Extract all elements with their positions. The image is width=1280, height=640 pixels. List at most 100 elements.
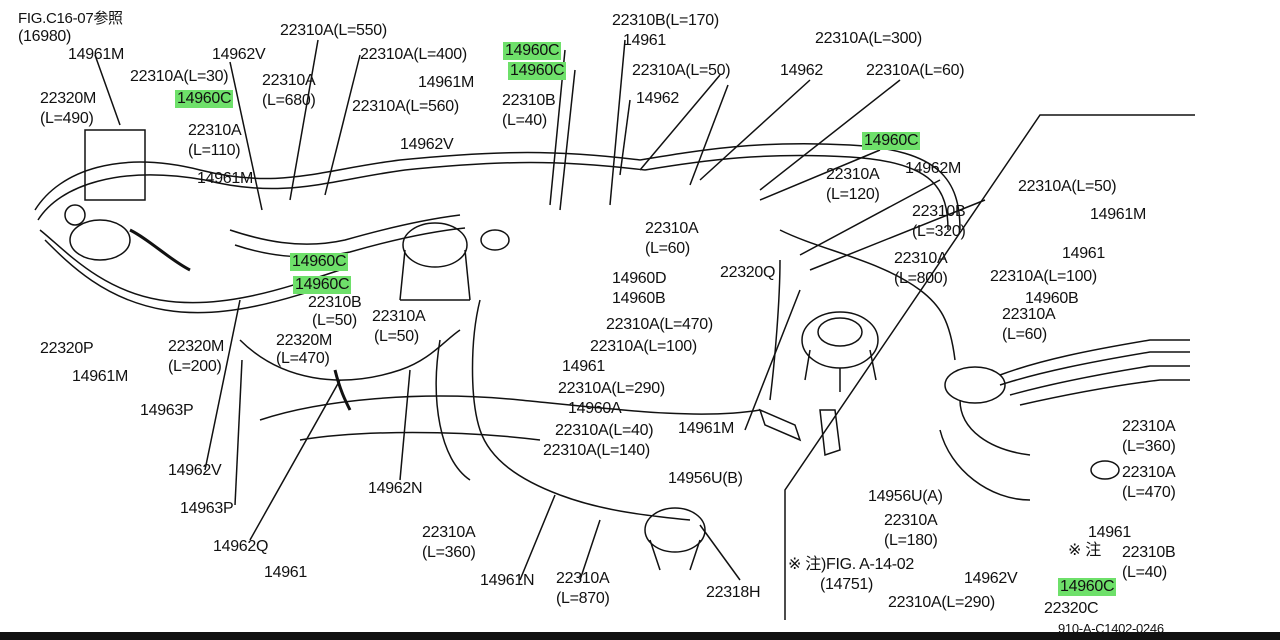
part-label: 22310A(L=40)	[555, 422, 654, 439]
part-label: (L=180)	[884, 532, 938, 549]
part-label: (L=470)	[1122, 484, 1176, 501]
part-label: 14962V	[212, 46, 266, 63]
part-label: 22310A(L=50)	[632, 62, 731, 79]
part-label: 22310A(L=400)	[360, 46, 467, 63]
part-label: (L=40)	[502, 112, 547, 129]
part-label: 22310A	[894, 250, 948, 267]
highlighted-part-label: 14960C	[1058, 578, 1117, 596]
part-label: (L=50)	[312, 312, 357, 329]
part-label: 22310A(L=100)	[990, 268, 1097, 285]
hose-bundle-left	[34, 151, 641, 211]
part-label: (L=470)	[276, 350, 330, 367]
part-label: 14960D	[612, 270, 667, 287]
part-label: 22310B	[502, 92, 556, 109]
part-label: (L=60)	[645, 240, 690, 257]
part-label: 22310A(L=60)	[866, 62, 965, 79]
part-label: 14961M	[197, 170, 254, 187]
part-label: 22310A	[422, 524, 476, 541]
part-label: 14963P	[180, 500, 234, 517]
part-label: 14960A	[568, 400, 622, 417]
part-label: 22320M	[276, 332, 333, 349]
highlighted-part-label: 14960C	[508, 62, 567, 80]
part-label: 14961	[1062, 245, 1105, 262]
part-label: (L=50)	[374, 328, 419, 345]
part-label: 14961M	[68, 46, 125, 63]
part-label: 22320M	[168, 338, 225, 355]
part-label: 22310A	[884, 512, 938, 529]
part-label: 14961M	[1090, 206, 1147, 223]
part-label: 22310A(L=100)	[590, 338, 697, 355]
inset-valve	[944, 366, 1006, 404]
highlighted-part-label: 14960C	[293, 276, 352, 294]
part-label: 22310B	[1122, 544, 1176, 561]
part-label: ※ 注	[1068, 542, 1101, 559]
part-label: 22310A	[1002, 306, 1056, 323]
part-label: 14961	[264, 564, 307, 581]
highlighted-part-label: 14960C	[290, 253, 349, 271]
part-label: (L=360)	[422, 544, 476, 561]
part-label: 22310A	[556, 570, 610, 587]
part-label: 22310B(L=170)	[612, 12, 719, 29]
part-label: 22310A	[188, 122, 242, 139]
part-label: 22310A(L=30)	[130, 68, 229, 85]
part-label: (L=60)	[1002, 326, 1047, 343]
part-label: 14962V	[964, 570, 1018, 587]
part-label: 22310A(L=50)	[1018, 178, 1117, 195]
lower-distributor	[644, 507, 706, 553]
highlighted-part-label: 14960C	[503, 42, 562, 60]
part-label: 22310A	[262, 72, 316, 89]
part-label: 22310A(L=560)	[352, 98, 459, 115]
part-label: (L=360)	[1122, 438, 1176, 455]
engine-outline	[259, 395, 761, 421]
part-label: 22320Q	[720, 264, 776, 281]
highlighted-part-label: 14960C	[862, 132, 921, 150]
part-label: 22310A(L=300)	[815, 30, 922, 47]
part-label: 14961M	[678, 420, 735, 437]
part-label: (16980)	[18, 28, 72, 45]
distributor-body	[801, 311, 879, 369]
part-label: 14962	[780, 62, 823, 79]
part-label: ※ 注)FIG. A-14-02	[788, 556, 914, 573]
part-label: (L=200)	[168, 358, 222, 375]
part-label: 22318H	[706, 584, 761, 601]
part-label: 14956U(A)	[868, 488, 943, 505]
inset-frame	[784, 114, 1195, 620]
part-label: 22310A(L=550)	[280, 22, 387, 39]
hose-right	[639, 142, 961, 231]
part-label: 14962Q	[213, 538, 269, 555]
part-label: 14963P	[140, 402, 194, 419]
part-label: 14961N	[480, 572, 535, 589]
actuator-block	[84, 129, 146, 201]
highlighted-part-label: 14960C	[175, 90, 234, 108]
part-label: (L=800)	[894, 270, 948, 287]
part-label: 14962V	[168, 462, 222, 479]
part-label: (14751)	[820, 576, 874, 593]
part-label: 22310A(L=470)	[606, 316, 713, 333]
part-label: 22310A	[1122, 464, 1176, 481]
part-label: (L=870)	[556, 590, 610, 607]
bottom-bar	[0, 632, 1280, 640]
hose-lower	[239, 329, 461, 381]
part-label: 22320C	[1044, 600, 1099, 617]
part-label: 14961	[623, 32, 666, 49]
part-label: 22310A	[372, 308, 426, 325]
part-label: 14956U(B)	[668, 470, 743, 487]
part-label: 22310B	[912, 203, 966, 220]
throttle-body	[402, 222, 468, 268]
part-label: 22310A(L=290)	[888, 594, 995, 611]
part-label: 14961	[1088, 524, 1131, 541]
part-label: 22320M	[40, 90, 97, 107]
part-label: 14962M	[905, 160, 962, 177]
part-label: 22320P	[40, 340, 94, 357]
part-label: 14962	[636, 90, 679, 107]
part-label: (L=680)	[262, 92, 316, 109]
part-label: (L=40)	[1122, 564, 1167, 581]
part-label: 14961M	[72, 368, 129, 385]
part-label: FIG.C16-07参照	[18, 10, 123, 27]
part-label: 14962N	[368, 480, 423, 497]
part-label: 22310A	[1122, 418, 1176, 435]
part-label: (L=120)	[826, 186, 880, 203]
part-label: 14962V	[400, 136, 454, 153]
part-label: (L=110)	[188, 142, 241, 159]
part-label: 22310A	[826, 166, 880, 183]
